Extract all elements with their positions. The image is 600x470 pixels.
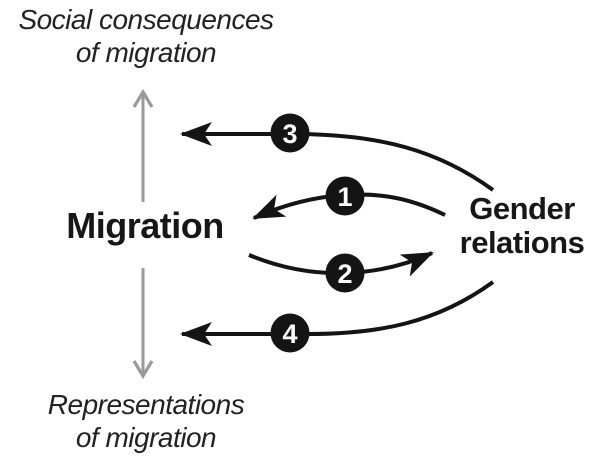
bottom-axis-label-line2: of migration: [75, 422, 217, 453]
arrow-1-badge: 1: [325, 176, 365, 216]
bottom-axis-label-line1: Representations: [47, 389, 245, 420]
arrow-1-badge-circle: [325, 176, 365, 216]
arrow-3-path: [180, 122, 495, 192]
arrow-3-badge: 3: [270, 113, 310, 153]
bottom-axis-label: Representations of migration: [0, 388, 292, 454]
arrow-4-badge: 4: [270, 313, 310, 353]
arrow-2-number: 2: [337, 259, 352, 289]
gender-relations-node-line2: relations: [459, 225, 585, 260]
arrow-2-badge: 2: [325, 253, 365, 293]
migration-node: Migration: [66, 205, 224, 246]
arrow-4-number: 4: [282, 319, 297, 349]
gender-relations-node-line1: Gender: [469, 191, 575, 226]
gender-relations-node: Gender relations: [436, 192, 600, 260]
arrow-3-badge-circle: [270, 113, 310, 153]
arrow-2-badge-circle: [325, 253, 365, 293]
top-axis-label: Social consequences of migration: [0, 3, 292, 69]
arrow-4-badge-circle: [270, 313, 310, 353]
top-axis-label-line1: Social consequences: [18, 4, 274, 35]
arrow-3-number: 3: [282, 119, 297, 149]
arrow-1-number: 1: [337, 182, 352, 212]
arrow-4-path: [180, 280, 495, 346]
top-axis-label-line2: of migration: [75, 37, 217, 68]
